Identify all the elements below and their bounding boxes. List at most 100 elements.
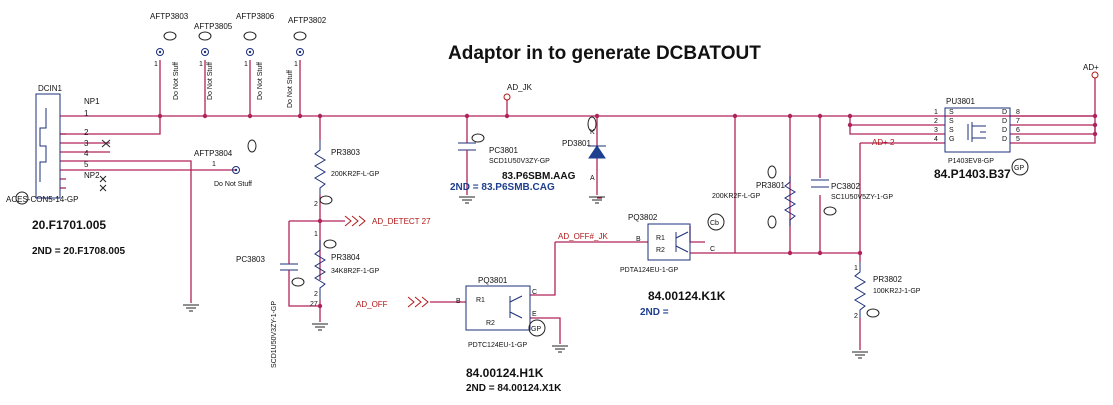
connector-pin-5: 5 [84, 160, 89, 169]
net-ad-plus: AD+ [1083, 63, 1099, 79]
pq3801-c: C [532, 289, 537, 296]
connector-pin-1: 1 [84, 109, 89, 118]
aftp3806-pin: 1 [244, 61, 248, 68]
test-point-badges [163, 31, 307, 153]
test-point-aftp3805: AFTP3805 1 Do Not Stuff [194, 22, 233, 100]
resistor-pr3803: PR3803 200KR2F-L-GP 2 [314, 140, 380, 208]
pc3801-ref: PC3801 [489, 146, 518, 155]
pq3801-ref: PQ3801 [478, 276, 508, 285]
pq3801-pn-2nd: 2ND = 84.00124.X1K [466, 383, 562, 394]
aftp3805-pin: 1 [199, 61, 203, 68]
pu3801-pin-5: 5 [1016, 136, 1020, 143]
pu3801-letter-2: S [949, 118, 954, 125]
pu3801-badge: GP [1014, 165, 1024, 172]
aftp3803-pin: 1 [154, 61, 158, 68]
connector-pin-4: 4 [84, 149, 89, 158]
pu3801-pin-8: 8 [1016, 109, 1020, 116]
pd3801-a: A [590, 175, 595, 182]
pr3804-ref: PR3804 [331, 253, 360, 262]
aftp3803-ref: AFTP3803 [150, 12, 189, 21]
pr3804-pin2: 2 [314, 291, 318, 298]
pc3803-ref: PC3803 [236, 255, 265, 264]
connector-ref: DCIN1 [38, 84, 63, 93]
pu3801-ref: PU3801 [946, 97, 975, 106]
pu3801-value: P1403EV8-GP [948, 158, 994, 165]
ad-jk-label: AD_JK [507, 83, 533, 92]
aftp3802-ref: AFTP3802 [288, 16, 327, 25]
net-ad-detect: AD_DETECT 27 [344, 215, 431, 227]
pu3801-pin-1: 1 [934, 109, 938, 116]
pu3801-letter-1: S [949, 109, 954, 116]
net-ad-jk: AD_JK [503, 83, 533, 101]
pu3801-pin-2: 2 [934, 118, 938, 125]
pq3802-c: C [710, 246, 715, 253]
main-bus-wires [60, 60, 1096, 350]
pq3801-value: PDTC124EU-1-GP [468, 342, 527, 349]
test-point-aftp3806: AFTP3806 1 Do Not Stuff [236, 12, 275, 100]
pq3801-e: E [532, 311, 537, 318]
ad-plus-2-label: AD+ 2 [872, 138, 895, 147]
pr3802-ref: PR3802 [873, 275, 902, 284]
pq3801-r1: R1 [476, 297, 485, 304]
aftp3804-ref: AFTP3804 [194, 149, 233, 158]
pu3801-letter-7: D [1002, 118, 1007, 125]
pu3801-letter-5: D [1002, 136, 1007, 143]
pc3802-ref: PC3802 [831, 182, 860, 191]
transistor-pq3802: PQ3802 B C R1 R2 PDTA124EU-1-GP Cb 84.00… [620, 213, 726, 318]
pu3801-letter-8: D [1002, 109, 1007, 116]
pu3801-letter-3: S [949, 127, 954, 134]
aftp3804-pin: 1 [212, 161, 216, 168]
pq3802-badge: Cb [710, 220, 719, 227]
pr3802-value: 100KR2J-1-GP [873, 288, 921, 295]
pr3801-ref: PR3801 [756, 181, 785, 190]
pq3801-pn: 84.00124.H1K [466, 366, 544, 380]
connector-part: ACES-CON5-14-GP [6, 195, 78, 204]
pr3803-pin2: 2 [314, 201, 318, 208]
pu3801-letter-4: G [949, 136, 954, 143]
aftp3805-ref: AFTP3805 [194, 22, 233, 31]
pq3802-pn: 84.00124.K1K [648, 289, 726, 303]
pu3801-pin-3: 3 [934, 127, 938, 134]
pq3801-r2: R2 [486, 320, 495, 327]
connector-np2: NP2 [84, 171, 100, 180]
test-point-aftp3802: AFTP3802 1 Do Not Stuff [287, 16, 327, 108]
pd3801-k: K [590, 129, 595, 136]
connector-dcin1: DCIN1 NP1 1 2 3 4 5 NP2 ACES-CON5-14-GP … [6, 84, 126, 257]
test-point-aftp3804: AFTP3804 1 Do Not Stuff [194, 149, 252, 188]
aftp3803-note: Do Not Stuff [173, 62, 180, 100]
pd3801-value: 83.P6SBM.AAG [502, 171, 576, 182]
pq3801-badge: GP [531, 326, 541, 333]
pr3802-pin2: 2 [854, 313, 858, 320]
page-title: Adaptor in to generate DCBATOUT [448, 43, 761, 64]
aftp3806-note: Do Not Stuff [257, 62, 264, 100]
pr3804-value: 34K8R2F-1-GP [331, 268, 380, 275]
connector-pin-3: 3 [84, 139, 89, 148]
ad-plus-label: AD+ [1083, 63, 1099, 72]
ad-off-jk-label: AD_OFF#_JK [558, 232, 608, 241]
aftp3806-ref: AFTP3806 [236, 12, 275, 21]
test-point-aftp3803: AFTP3803 1 Do Not Stuff [150, 12, 189, 100]
connector-pin-2: 2 [84, 128, 89, 137]
pq3802-b: B [636, 236, 641, 243]
pu3801-pn: 84.P1403.B37 [934, 167, 1011, 181]
pq3802-value: PDTA124EU-1-GP [620, 267, 679, 274]
aftp3804-note: Do Not Stuff [214, 181, 252, 188]
connector-np1: NP1 [84, 97, 100, 106]
pu3801-pin-7: 7 [1016, 118, 1020, 125]
junction-dots [157, 113, 1098, 309]
pr3804-pin1: 1 [314, 231, 318, 238]
connector-pn-2nd: 2ND = 20.F1708.005 [32, 246, 126, 257]
pu3801-pin-4: 4 [934, 136, 938, 143]
ground-symbols [183, 196, 868, 359]
resistor-pr3802: PR3802 100KR2J-1-GP 1 2 [854, 262, 921, 320]
transistor-pq3801: PQ3801 B C E R1 R2 GP PDTC124EU-1-GP 84.… [456, 276, 562, 394]
pr3803-ref: PR3803 [331, 148, 360, 157]
pu3801-pin-6: 6 [1016, 127, 1020, 134]
connector-gp-badge [15, 191, 29, 205]
pc3803-value: SCD1U50V3ZY-1-GP [271, 301, 278, 368]
ad-detect-label: AD_DETECT 27 [372, 217, 431, 226]
capacitor-pc3801: PC3801 SCD1U50V3ZY-GP [458, 133, 550, 165]
pr3803-value: 200KR2F-L-GP [331, 171, 380, 178]
pr3802-pin1: 1 [854, 265, 858, 272]
